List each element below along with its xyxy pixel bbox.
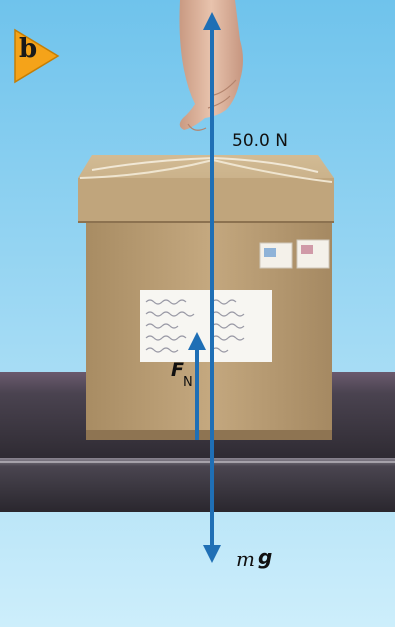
normal-force-subscript: N [183,375,193,390]
panel-badge-label: b [19,36,37,62]
applied-force-label: 50.0 N [232,131,288,151]
weight-gravity-symbol: g [258,545,272,569]
conveyor-belt-lower [0,458,395,512]
cardboard-box [78,155,334,440]
weight-mass-symbol: m [236,547,255,571]
